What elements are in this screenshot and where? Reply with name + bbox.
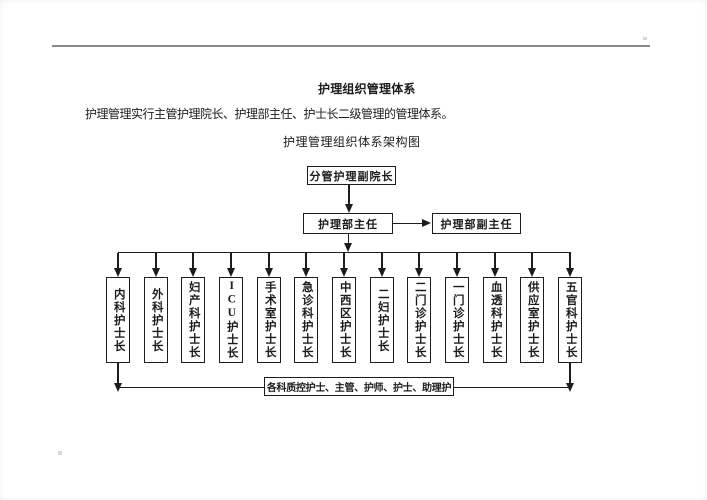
connector-line (155, 253, 157, 269)
arrowhead-right (422, 219, 431, 227)
arrowhead-down (227, 268, 235, 277)
connector-line (268, 253, 270, 269)
arrowhead-down (340, 268, 348, 277)
connector-line (456, 253, 458, 269)
connector-line (347, 234, 349, 244)
connector-line (348, 185, 350, 204)
connector-line (343, 253, 345, 269)
arrowhead-down (189, 268, 197, 277)
arrowhead-down (453, 268, 461, 277)
page-artifact-dot-top-right (643, 37, 647, 40)
page-title: 护理组织管理体系 (318, 82, 416, 96)
org-column-box-ent: 五官科护士长 (558, 277, 582, 363)
connector-line (531, 253, 533, 269)
org-box-deputy-director: 护理部副主任 (432, 213, 521, 234)
org-column-box-second-maternity: 二妇护士长 (370, 277, 394, 363)
arrowhead-down (415, 268, 423, 277)
org-column-box-surgery: 外科护士长 (144, 277, 168, 363)
org-column-box-obstetrics: 妇产科护士长 (181, 277, 205, 363)
org-box-vice-president: 分管护理副院长 (307, 166, 396, 185)
page-artifact-dot-bottom-left (58, 451, 62, 455)
arrowhead-down (566, 383, 574, 392)
arrowhead-down (114, 268, 122, 277)
connector-line (569, 363, 571, 385)
org-column-box-icu: ICU护士长 (219, 277, 243, 363)
org-column-box-second-outpatient: 二门诊护士长 (407, 277, 431, 363)
org-column-box-emergency: 急诊科护士长 (294, 277, 318, 363)
org-column-box-midwest-ward: 中西区护士长 (332, 277, 356, 363)
org-column-box-supply-room: 供应室护士长 (520, 277, 544, 363)
arrowhead-down (302, 268, 310, 277)
intro-paragraph: 护理管理实行主管护理院长、护理部主任、护士长二级管理的管理体系。 (85, 107, 454, 121)
distribution-rail (117, 251, 571, 253)
connector-line (305, 253, 307, 269)
diagram-caption: 护理管理组织体系架构图 (283, 135, 421, 149)
arrowhead-down (566, 268, 574, 277)
header-rule (52, 45, 650, 47)
org-box-quality-control-nurses: 各科质控护士、主管、护师、护士、助理护 (264, 377, 454, 396)
connector-line (192, 253, 194, 269)
org-column-box-operating-room: 手术室护士长 (257, 277, 281, 363)
org-box-nursing-director: 护理部主任 (303, 213, 393, 234)
arrowhead-down (378, 268, 386, 277)
connector-line (117, 386, 264, 388)
org-column-box-first-outpatient: 一门诊护士长 (445, 277, 469, 363)
arrowhead-down (491, 268, 499, 277)
connector-line (117, 363, 119, 385)
connector-line (230, 253, 232, 269)
connector-line (569, 253, 571, 269)
arrowhead-down (345, 204, 353, 213)
connector-line (494, 253, 496, 269)
connector-line (454, 386, 571, 388)
arrowhead-down (152, 268, 160, 277)
arrowhead-down (265, 268, 273, 277)
connector-line (117, 253, 119, 269)
connector-line (393, 222, 423, 224)
connector-line (381, 253, 383, 269)
arrowhead-down (528, 268, 536, 277)
connector-line (418, 253, 420, 269)
arrowhead-down (344, 243, 352, 252)
org-column-box-hemodialysis: 血透科护士长 (483, 277, 507, 363)
org-column-box-internal-medicine: 内科护士长 (106, 277, 130, 363)
